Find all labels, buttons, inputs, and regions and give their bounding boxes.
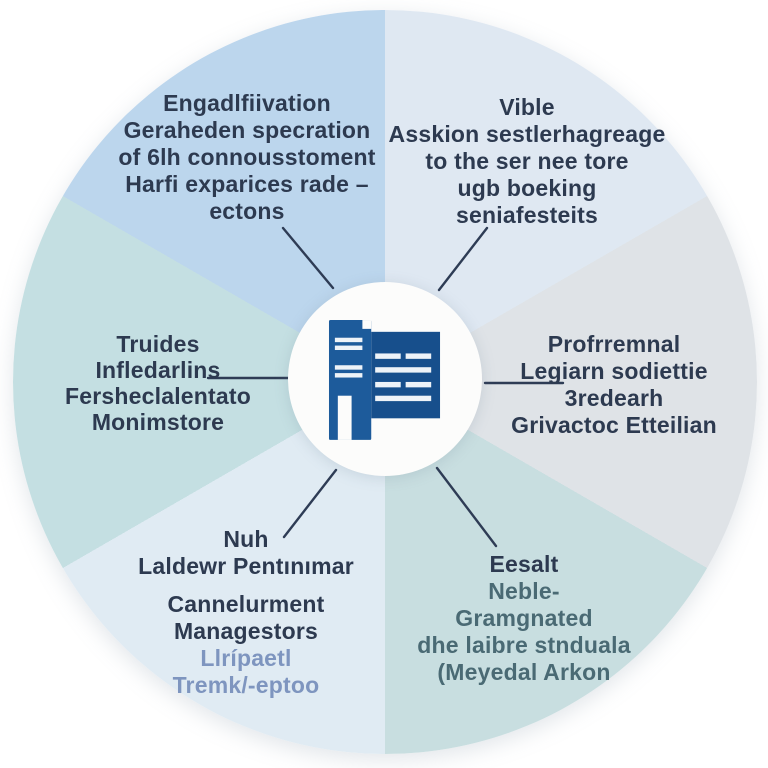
- segment-text-line: Llrípaetl: [200, 645, 292, 671]
- segment-text-line: Legiarn sodiettie: [520, 358, 708, 384]
- segment-text-line: Vible: [499, 94, 555, 120]
- segment-text-line: Tremk/-eptoo: [172, 672, 320, 698]
- segment-text-line: Laldewr Pentınımar: [138, 553, 354, 579]
- segment-text-line: Engadlfiivation: [163, 90, 331, 116]
- connector-line-bottom-left: [282, 468, 338, 539]
- segment-text-line: Managestors: [173, 618, 319, 644]
- connector-line-bottom-right: [435, 466, 498, 548]
- segment-text-line: of 6lh connousstoment: [118, 144, 376, 170]
- segment-text-line: Grivactoc Etteilian: [511, 412, 717, 438]
- segment-text-line: Asskion sestlerhagreage: [388, 121, 666, 147]
- connector-line-top-right: [437, 226, 489, 292]
- segment-top-left-text: Engadlfiivation Geraheden specration of …: [118, 90, 375, 225]
- segment-text-line: to the ser nee tore: [425, 148, 629, 174]
- segment-text-line: Infledarlins: [95, 357, 221, 383]
- segment-text-line: ugb boeking: [457, 175, 597, 201]
- segment-text-line: dhe laibre stnduala: [417, 632, 631, 658]
- segment-text-line: Nuh: [223, 526, 269, 552]
- segment-text-line: Fersheclalentato: [65, 383, 251, 409]
- segment-text-line: (Meyedal Arkon: [437, 659, 611, 685]
- segment-text-line: Neble-: [488, 578, 560, 604]
- segment-text-line: Truides: [116, 331, 200, 357]
- segment-bottom-left-text: Nuh Laldewr Pentınımar Cannelurment Mana…: [138, 526, 354, 699]
- center-hub: [288, 282, 482, 476]
- segment-right-text: Profrremnal Legiarn sodiettie 3redearh G…: [511, 331, 717, 439]
- segment-text-line: Eesalt: [489, 551, 559, 577]
- segment-text-line: Gramgnated: [455, 605, 593, 631]
- segment-text-line: Monimstore: [91, 409, 225, 435]
- segment-text-line: seniafesteits: [456, 202, 598, 228]
- segment-left-text: Truides Infledarlins Fersheclalentato Mo…: [65, 331, 251, 435]
- segment-text-line: Cannelurment: [167, 591, 325, 617]
- segment-text-line: 3redearh: [564, 385, 664, 411]
- connector-line-top-left: [281, 226, 335, 290]
- segment-bottom-right-text: Eesalt Neble- Gramgnated dhe laibre stnd…: [417, 551, 630, 686]
- segment-top-right-text: Vible Asskion sestlerhagreage to the ser…: [389, 94, 666, 229]
- building-document-icon: [328, 320, 441, 440]
- segment-text-line: Geraheden specration: [123, 117, 371, 143]
- segment-text-line: Profrremnal: [547, 331, 681, 357]
- segment-text-line: ectons: [209, 198, 285, 224]
- segment-text-line: Harfi exparices rade –: [125, 171, 369, 197]
